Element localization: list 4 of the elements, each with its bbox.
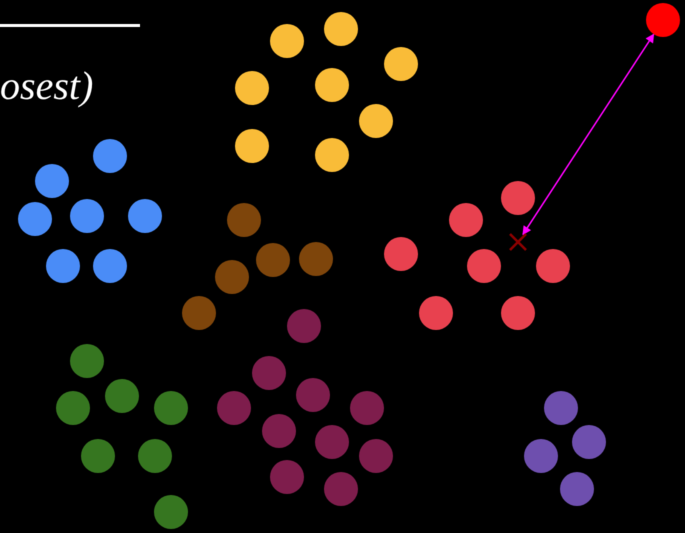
centroid-cross-mark xyxy=(509,233,527,251)
double-arrow xyxy=(522,33,654,236)
target-point xyxy=(646,3,680,37)
formula-text: osest) xyxy=(0,62,94,110)
